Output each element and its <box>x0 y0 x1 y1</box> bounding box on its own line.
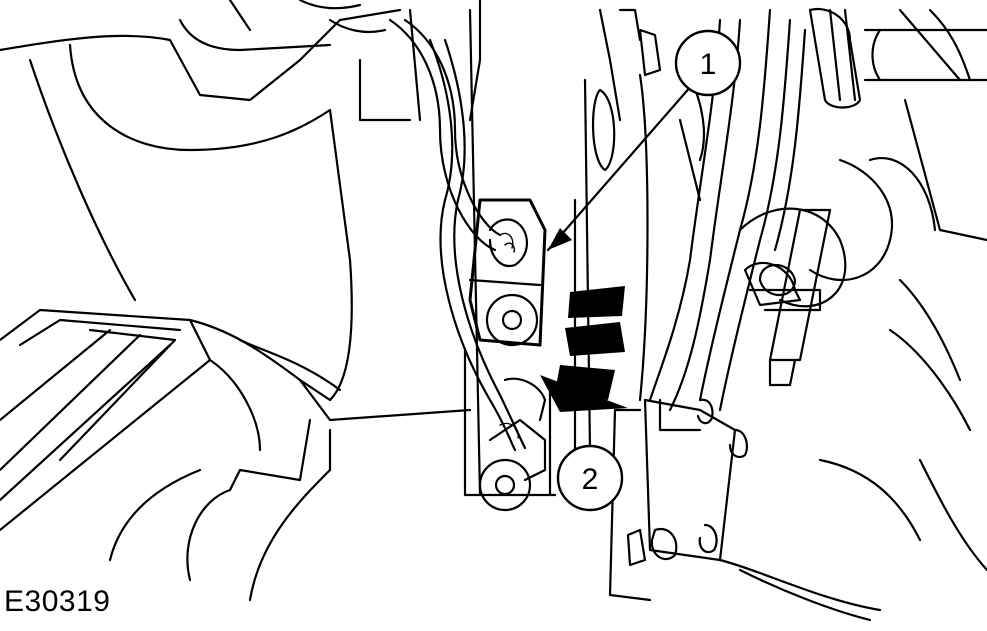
callout-1-label: 1 <box>700 48 717 81</box>
removal-direction-arrows <box>540 286 628 412</box>
direction-arrow-1 <box>568 286 625 318</box>
figure-id-label: E30319 <box>4 585 111 618</box>
callout-1-leader <box>546 83 694 252</box>
callout-1: 1 <box>674 29 742 97</box>
callout-2-label: 2 <box>582 463 599 496</box>
callout-2: 2 <box>556 444 624 512</box>
wiring-harness <box>388 18 527 452</box>
direction-arrow-4 <box>540 375 628 412</box>
callout-1-arrowhead <box>548 228 572 250</box>
pedal-assembly <box>592 7 987 622</box>
background-structure <box>0 0 642 602</box>
brake-switch-sensor <box>468 198 547 347</box>
direction-arrow-2 <box>565 322 625 356</box>
